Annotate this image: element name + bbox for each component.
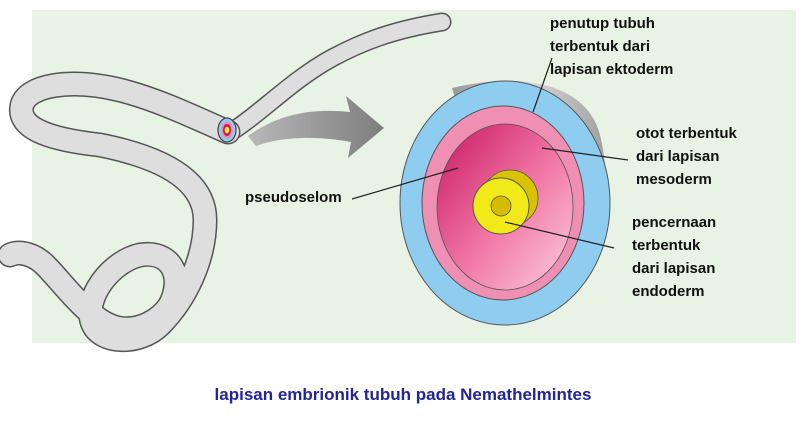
pseudocoelom-label-line: pseudoselom xyxy=(245,189,342,206)
nematode-worm-icon xyxy=(0,12,452,353)
ectoderm-label-line-1: penutup tubuh xyxy=(550,15,655,32)
endoderm-label-line-2: terbentuk xyxy=(632,237,701,254)
ectoderm-label: penutup tubuh terbentuk dari lapisan ekt… xyxy=(550,12,673,81)
ectoderm-leader-line xyxy=(532,57,553,113)
curved-arrow-icon xyxy=(248,96,384,158)
pseudocoelom-label: pseudoselom xyxy=(245,186,342,209)
ectoderm-label-line-3: lapisan ektoderm xyxy=(550,61,674,78)
mesoderm-leader-line xyxy=(541,147,629,161)
mesoderm-label-line-1: otot terbentuk xyxy=(636,125,737,142)
body-cross-section-icon xyxy=(399,80,611,326)
figure-caption: lapisan embrionik tubuh pada Nemathelmin… xyxy=(214,385,592,404)
mesoderm-label-line-3: mesoderm xyxy=(636,171,712,188)
pseudocoelom-leader-line xyxy=(351,167,459,200)
endoderm-label-line-4: endoderm xyxy=(632,283,705,300)
endoderm-label-line-3: dari lapisan xyxy=(632,260,716,277)
endoderm-label: pencernaan terbentuk dari lapisan endode… xyxy=(632,211,716,303)
ectoderm-label-line-2: terbentuk dari xyxy=(550,38,651,55)
mesoderm-label: otot terbentuk dari lapisan mesoderm xyxy=(636,122,737,191)
endoderm-leader-line xyxy=(504,221,615,249)
mesoderm-label-line-2: dari lapisan xyxy=(636,148,720,165)
endoderm-label-line-1: pencernaan xyxy=(632,214,717,231)
